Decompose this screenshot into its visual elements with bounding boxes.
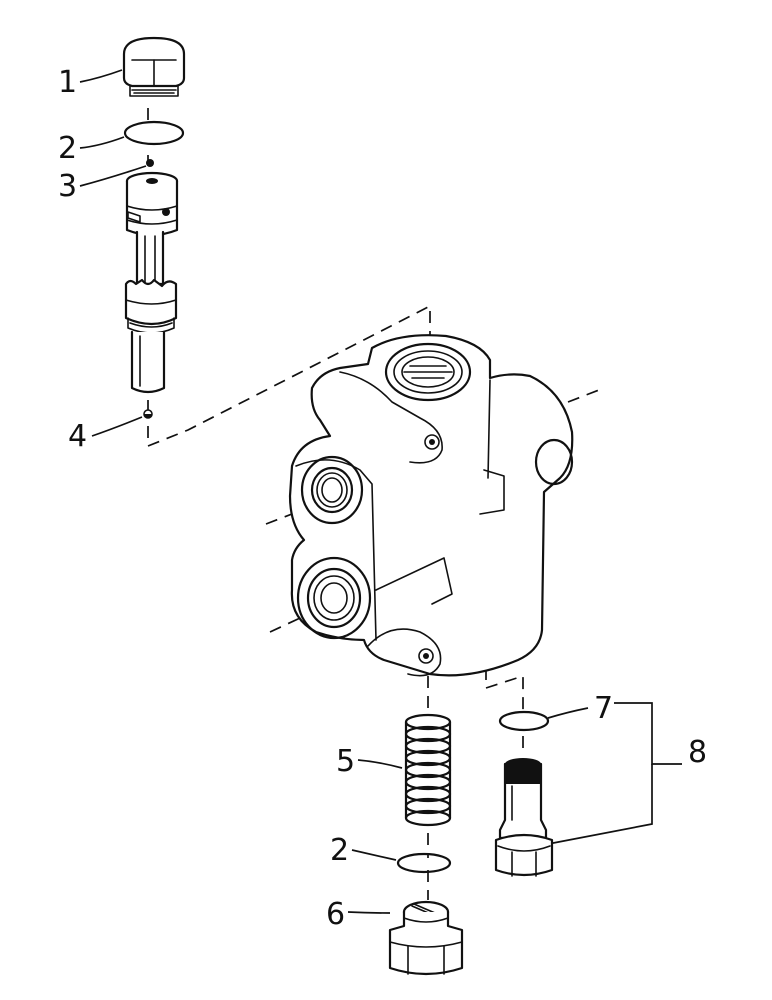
callout-8: 8	[688, 735, 707, 770]
ball-part-3	[146, 159, 154, 167]
callout-3: 3	[58, 169, 77, 204]
o-ring-part-2-bottom	[396, 852, 452, 874]
callout-6: 6	[326, 897, 345, 932]
callout-5: 5	[336, 744, 355, 779]
spring-part-5	[404, 713, 452, 827]
callout-4: 4	[68, 419, 87, 454]
leader-lines	[79, 69, 682, 914]
spool-piston	[124, 171, 179, 394]
screw-plug-part-8	[494, 758, 554, 877]
cap-nut-part-1	[122, 36, 186, 97]
valve-body	[288, 334, 574, 677]
callout-1: 1	[58, 65, 77, 100]
callout-2-bottom: 2	[330, 833, 349, 868]
o-ring-part-2-top	[123, 120, 185, 146]
callout-7: 7	[594, 691, 613, 726]
callout-2-top: 2	[58, 131, 77, 166]
o-ring-part-7	[498, 710, 550, 732]
ball-part-4	[143, 409, 153, 419]
plug-part-6	[388, 900, 464, 976]
